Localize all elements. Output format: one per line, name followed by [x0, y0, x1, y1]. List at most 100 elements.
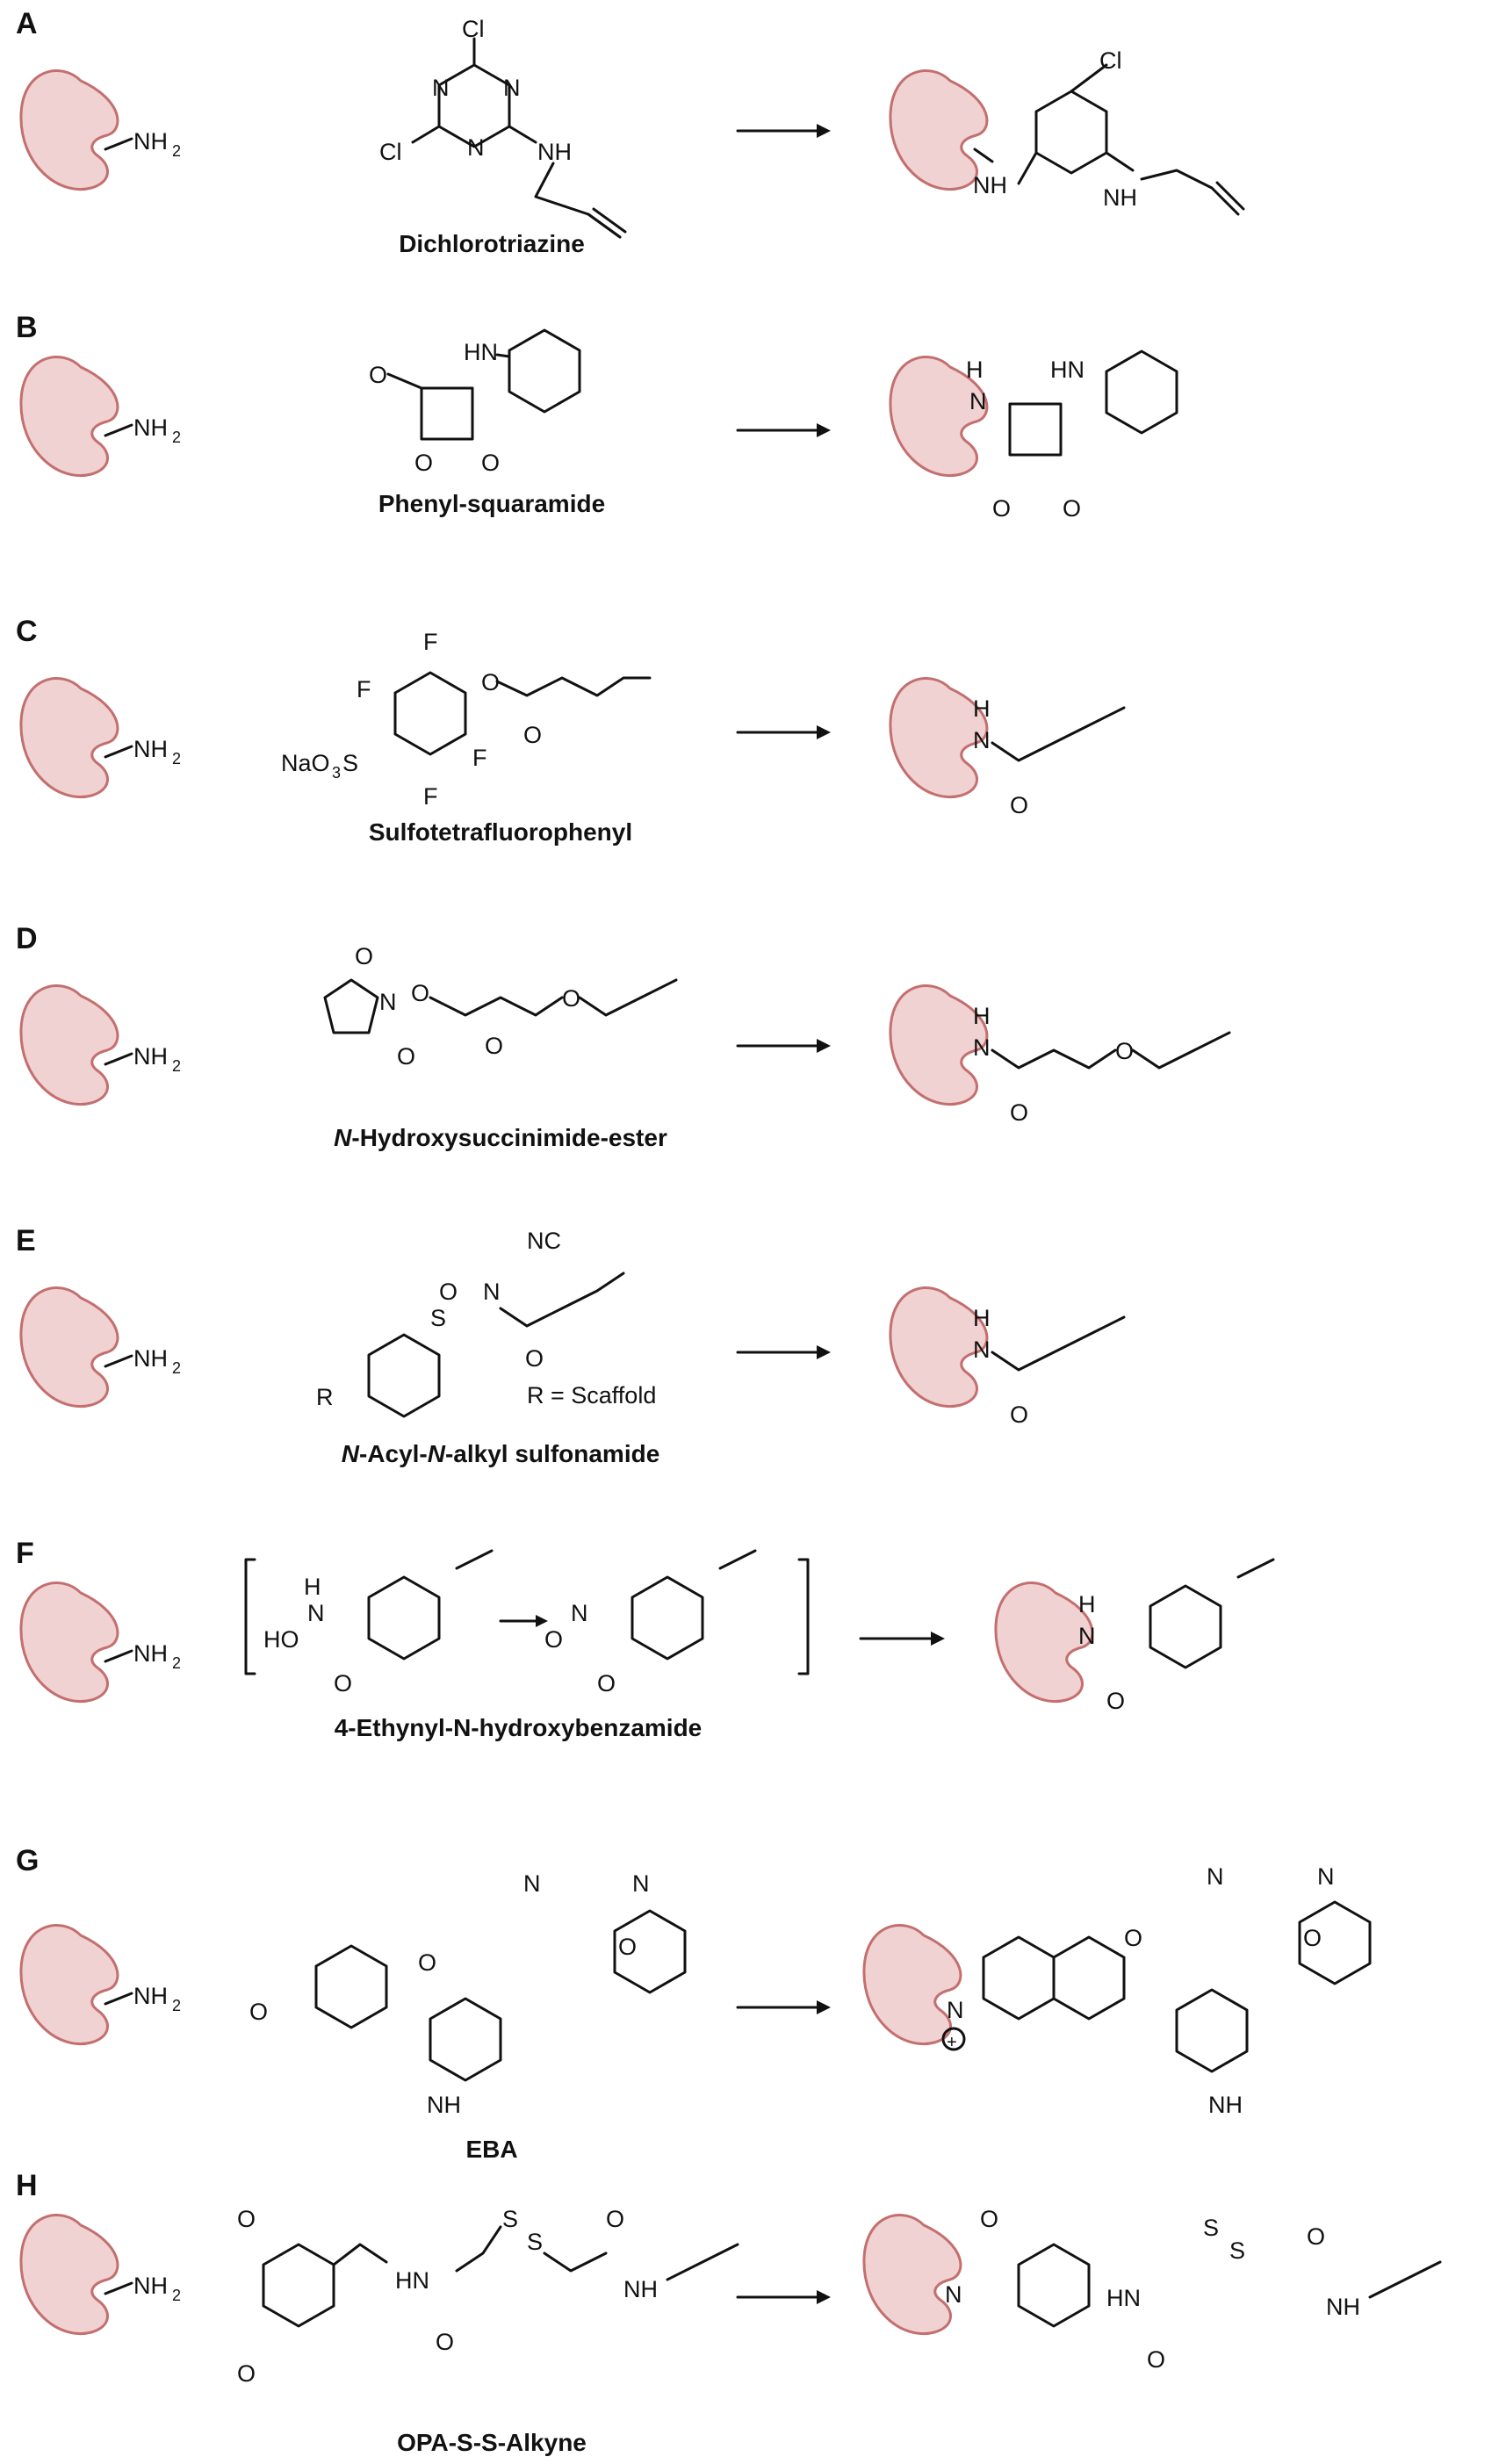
svg-text:S: S	[430, 1305, 446, 1331]
protein-icon	[19, 1286, 119, 1408]
reagent-structure: HO H N O O N O	[263, 1549, 757, 1697]
svg-text:2: 2	[172, 750, 181, 767]
svg-text:N: N	[947, 1997, 964, 2023]
svg-text:N: N	[945, 2281, 962, 2308]
svg-text:NH: NH	[133, 736, 168, 762]
svg-text:N: N	[1078, 1623, 1096, 1649]
svg-text:HO: HO	[263, 1626, 299, 1653]
svg-text:N: N	[523, 1870, 541, 1897]
svg-text:S: S	[342, 750, 358, 776]
reagent-name: Phenyl-squaramide	[378, 490, 606, 517]
product-structure: H N HN O O	[889, 349, 1178, 522]
reagent-name: OPA-S-S-Alkyne	[397, 2429, 587, 2456]
svg-text:NH: NH	[623, 2276, 658, 2302]
svg-text:O: O	[523, 722, 542, 748]
product-structure: H N O	[994, 1558, 1275, 1714]
svg-text:O: O	[414, 450, 433, 476]
reagent-name: EBA	[465, 2136, 518, 2163]
svg-text:O: O	[369, 362, 387, 388]
svg-text:HN: HN	[464, 339, 498, 365]
svg-text:Cl: Cl	[462, 16, 485, 42]
svg-text:NH: NH	[133, 1345, 168, 1372]
svg-text:NH: NH	[1326, 2294, 1360, 2320]
protein-icon	[19, 1581, 119, 1703]
svg-text:NH: NH	[133, 1640, 168, 1667]
protein-icon	[19, 984, 119, 1106]
panel-letter: F	[16, 1537, 34, 1570]
svg-text:HN: HN	[1050, 357, 1084, 383]
panel-letter: C	[16, 615, 38, 648]
product-structure: NH Cl NH	[889, 47, 1245, 216]
svg-text:O: O	[992, 495, 1011, 522]
svg-text:Cl: Cl	[379, 139, 402, 165]
product-structure: N O HN O S S O NH	[862, 2206, 1442, 2373]
svg-text:O: O	[1106, 1688, 1125, 1714]
svg-text:O: O	[562, 985, 580, 1012]
protein-icon	[19, 2214, 119, 2335]
svg-text:N: N	[973, 1034, 991, 1061]
svg-text:H: H	[973, 1003, 991, 1029]
svg-text:O: O	[1303, 1925, 1322, 1951]
svg-text:H: H	[1078, 1591, 1096, 1617]
svg-text:NH: NH	[133, 1983, 168, 2009]
svg-text:O: O	[1010, 1099, 1028, 1126]
svg-text:O: O	[334, 1670, 352, 1697]
svg-text:NH: NH	[133, 2273, 168, 2299]
svg-text:O: O	[481, 669, 500, 695]
product-structure: H N O O	[889, 984, 1231, 1126]
svg-text:2: 2	[172, 142, 181, 160]
product-structure: H N O	[889, 1286, 1126, 1428]
svg-text:O: O	[1115, 1038, 1134, 1064]
svg-text:S: S	[1229, 2237, 1245, 2264]
svg-text:2: 2	[172, 1654, 181, 1672]
panel-letter: A	[16, 7, 38, 40]
reagent-structure: O O HN O S S O NH	[237, 2206, 739, 2387]
svg-text:O: O	[1147, 2346, 1165, 2373]
protein-icon	[19, 69, 119, 191]
svg-text:O: O	[1307, 2223, 1325, 2250]
svg-text:F: F	[423, 783, 438, 810]
svg-text:2: 2	[172, 1057, 181, 1075]
panel-letter: G	[16, 1844, 40, 1877]
protein-icon	[19, 1924, 119, 2045]
product-structure: N + O NH N N O	[862, 1863, 1372, 2118]
svg-text:O: O	[1124, 1925, 1142, 1951]
svg-text:O: O	[606, 2206, 624, 2232]
svg-text:N: N	[1317, 1863, 1335, 1890]
protein-icon	[19, 356, 119, 477]
reagent-structure: Cl Cl NH N N N	[379, 16, 627, 239]
svg-text:N: N	[483, 1279, 501, 1305]
svg-text:NH: NH	[133, 128, 168, 155]
svg-text:O: O	[418, 1949, 436, 1976]
svg-text:O: O	[1010, 792, 1028, 818]
svg-text:O: O	[436, 2329, 454, 2355]
svg-text:S: S	[527, 2229, 543, 2255]
svg-text:R = Scaffold: R = Scaffold	[527, 1382, 656, 1409]
svg-text:N: N	[969, 388, 987, 414]
svg-text:N: N	[571, 1600, 588, 1626]
svg-text:O: O	[237, 2360, 256, 2387]
svg-text:O: O	[980, 2206, 998, 2232]
svg-text:2: 2	[172, 1359, 181, 1377]
reagent-name: Dichlorotriazine	[399, 230, 585, 257]
svg-text:O: O	[411, 980, 429, 1006]
svg-text:N: N	[973, 1336, 991, 1363]
svg-text:H: H	[973, 1305, 991, 1331]
svg-text:3: 3	[332, 764, 341, 782]
svg-text:O: O	[597, 1670, 616, 1697]
svg-text:O: O	[525, 1345, 544, 1372]
svg-text:N: N	[467, 134, 485, 161]
svg-text:H: H	[304, 1574, 321, 1600]
reagent-structure: NC N O S R O R = Scaffold	[316, 1229, 656, 1418]
svg-text:O: O	[355, 943, 373, 969]
